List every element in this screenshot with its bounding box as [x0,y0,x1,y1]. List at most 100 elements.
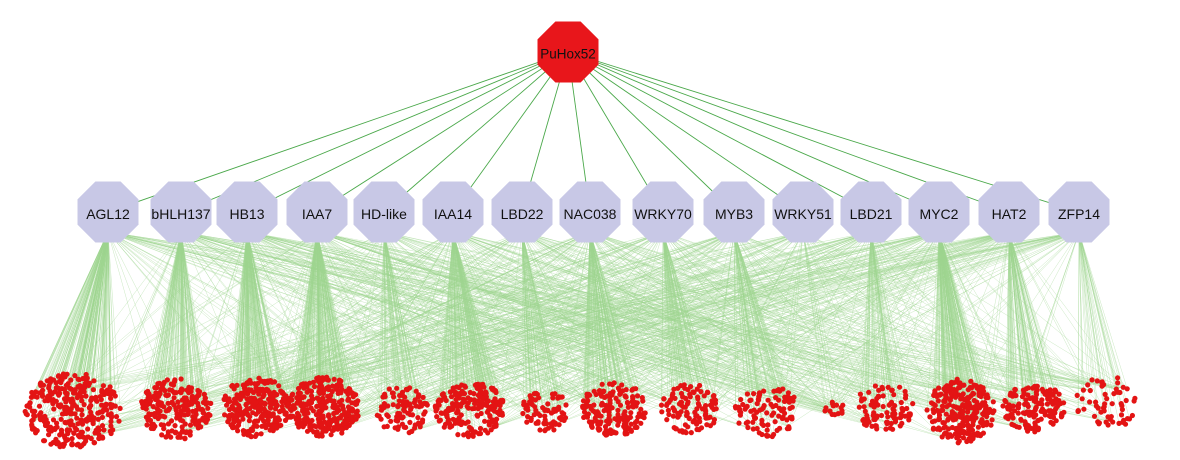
target-gene-node[interactable] [1089,377,1095,383]
target-gene-node[interactable] [29,424,35,430]
target-gene-node[interactable] [398,415,404,421]
target-gene-node[interactable] [158,422,164,428]
target-gene-node[interactable] [580,398,587,404]
target-gene-node[interactable] [98,396,104,403]
target-gene-node[interactable] [185,411,191,417]
target-gene-node[interactable] [150,404,156,410]
target-gene-node[interactable] [617,387,623,393]
target-gene-node[interactable] [267,404,273,410]
target-gene-node[interactable] [81,402,87,408]
target-gene-node[interactable] [248,387,254,393]
target-gene-node[interactable] [756,390,763,396]
target-gene-node[interactable] [1039,397,1045,403]
target-gene-node[interactable] [765,397,771,403]
target-gene-node[interactable] [171,395,177,401]
target-gene-node[interactable] [336,389,342,395]
target-gene-node[interactable] [931,409,937,416]
target-gene-node[interactable] [319,433,325,439]
target-gene-node[interactable] [58,427,65,433]
target-gene-node[interactable] [704,422,710,428]
target-gene-node[interactable] [225,419,231,425]
target-gene-node[interactable] [978,419,984,425]
tf-node-lbd22[interactable]: LBD22 [491,181,553,243]
target-gene-node[interactable] [491,424,497,430]
target-gene-node[interactable] [959,394,965,400]
target-gene-node[interactable] [1033,425,1039,431]
tf-node-zfp14[interactable]: ZFP14 [1048,181,1110,243]
target-gene-node[interactable] [461,432,467,438]
target-gene-node[interactable] [771,410,777,416]
target-gene-node[interactable] [236,419,242,425]
target-gene-node[interactable] [630,394,636,400]
target-gene-node[interactable] [1039,386,1045,392]
target-gene-node[interactable] [694,406,700,412]
target-gene-node[interactable] [70,402,76,409]
target-gene-node[interactable] [109,389,115,395]
target-gene-node[interactable] [282,411,288,417]
target-gene-node[interactable] [475,398,481,404]
target-gene-node[interactable] [638,420,644,426]
target-gene-node[interactable] [609,405,615,411]
target-gene-node[interactable] [609,381,616,388]
target-gene-node[interactable] [320,413,326,419]
target-gene-node[interactable] [353,416,359,422]
target-gene-node[interactable] [1080,387,1086,393]
target-gene-node[interactable] [866,389,872,395]
target-gene-node[interactable] [415,394,421,400]
target-gene-node[interactable] [482,427,488,433]
target-gene-node[interactable] [899,405,905,412]
target-gene-node[interactable] [596,388,603,394]
tf-node-octagon[interactable] [559,181,621,243]
tf-node-bhlh137[interactable]: bHLH137 [150,181,212,243]
target-gene-node[interactable] [934,426,940,432]
target-gene-node[interactable] [435,401,441,407]
target-gene-node[interactable] [552,391,558,397]
target-gene-node[interactable] [891,392,897,398]
target-gene-node[interactable] [931,392,937,398]
target-gene-node[interactable] [175,399,181,405]
target-gene-node[interactable] [856,404,862,410]
target-gene-node[interactable] [601,388,607,394]
target-gene-node[interactable] [869,398,876,404]
target-gene-node[interactable] [465,400,471,406]
target-gene-node[interactable] [1016,424,1022,430]
target-gene-node[interactable] [339,412,345,418]
target-gene-node[interactable] [1129,412,1135,419]
target-gene-node[interactable] [774,427,780,433]
target-gene-node[interactable] [237,396,243,402]
target-gene-node[interactable] [455,392,462,398]
target-gene-node[interactable] [975,424,982,430]
target-gene-node[interactable] [586,391,592,397]
target-gene-node[interactable] [97,409,103,415]
target-gene-node[interactable] [205,405,211,411]
target-gene-node[interactable] [436,418,442,424]
tf-node-myb3[interactable]: MYB3 [703,181,765,243]
target-gene-node[interactable] [450,385,456,391]
target-gene-node[interactable] [402,403,409,409]
target-gene-node[interactable] [72,387,78,393]
target-gene-node[interactable] [452,417,458,423]
target-gene-node[interactable] [670,413,677,419]
tf-node-hb13[interactable]: HB13 [216,181,278,243]
target-gene-node[interactable] [399,421,405,427]
target-gene-node[interactable] [1132,395,1138,401]
target-gene-node[interactable] [240,428,246,434]
target-gene-node[interactable] [1036,401,1042,407]
target-gene-node[interactable] [641,415,647,421]
target-gene-node[interactable] [90,387,96,393]
target-gene-node[interactable] [420,394,426,400]
target-gene-node[interactable] [872,383,879,389]
target-gene-node[interactable] [461,397,467,403]
target-gene-node[interactable] [782,410,788,416]
target-gene-node[interactable] [1124,386,1130,392]
target-gene-node[interactable] [91,378,97,384]
target-gene-node[interactable] [343,388,349,394]
target-gene-node[interactable] [345,404,352,410]
target-gene-node[interactable] [278,388,284,394]
target-gene-node[interactable] [780,386,786,392]
target-gene-node[interactable] [1123,397,1129,404]
target-gene-node[interactable] [630,386,636,392]
target-gene-node[interactable] [673,426,679,432]
target-gene-node[interactable] [1099,379,1105,385]
target-gene-node[interactable] [242,408,248,414]
